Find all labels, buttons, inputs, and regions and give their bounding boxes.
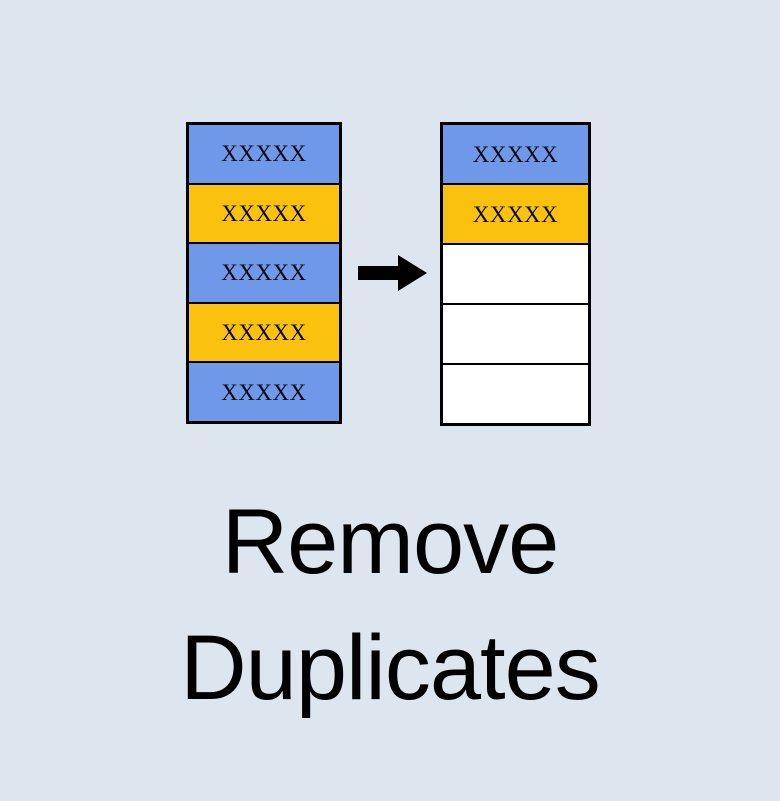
arrow-right-icon [358, 254, 428, 292]
remove-duplicates-diagram: XXXXX XXXXX XXXXX XXXXX XXXXX XXXXX [186, 122, 591, 426]
cell-text: XXXXX [221, 320, 307, 346]
cell-text: XXXXX [221, 200, 307, 226]
table-row [443, 245, 588, 305]
cell-text: XXXXX [472, 141, 559, 167]
cell-text: XXXXX [472, 201, 559, 227]
cell-text: XXXXX [221, 141, 307, 167]
table-row: XXXXX [189, 303, 339, 364]
table-row: XXXXX [189, 125, 339, 185]
table-row: XXXXX [443, 125, 588, 185]
caption-line-one: Remove [221, 491, 560, 593]
caption-line-two: Duplicates [180, 617, 601, 719]
cell-text: XXXXX [221, 379, 307, 405]
before-table: XXXXX XXXXX XXXXX XXXXX XXXXX [186, 122, 342, 424]
cell-text: XXXXX [221, 260, 307, 286]
table-row: XXXXX [189, 363, 339, 421]
table-row: XXXXX [189, 244, 339, 304]
after-table: XXXXX XXXXX [440, 122, 591, 426]
table-row [443, 305, 588, 365]
table-row: XXXXX [443, 185, 588, 245]
table-row [443, 365, 588, 423]
table-row: XXXXX [189, 184, 339, 245]
